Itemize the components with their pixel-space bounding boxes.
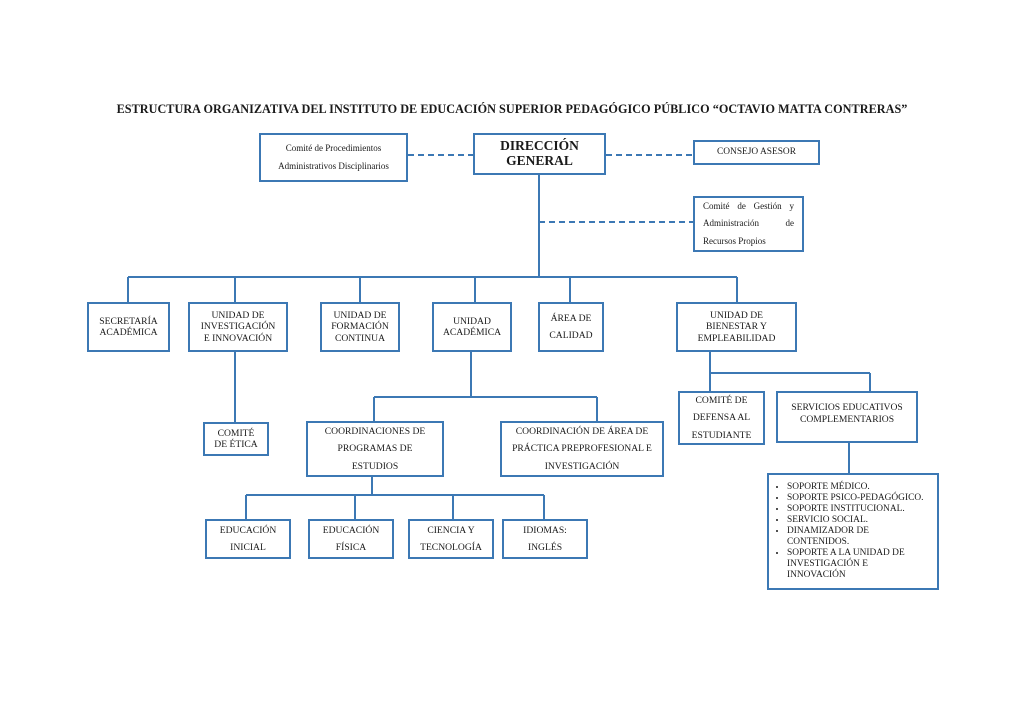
box-comite-gestion[interactable]: Comité de Gestión y Administración de Re… <box>693 196 804 252</box>
box-line: INVESTIGACIÓN <box>544 460 620 472</box>
box-educacion-inicial[interactable]: EDUCACIÓN INICIAL <box>205 519 291 559</box>
box-line: Comité de Procedimientos <box>285 143 382 154</box>
box-line: FORMACIÓN <box>331 321 389 333</box>
box-line: COORDINACIONES DE <box>324 426 426 438</box>
box-educacion-fisica[interactable]: EDUCACIÓN FÍSICA <box>308 519 394 559</box>
box-line: COMPLEMENTARIOS <box>799 413 895 425</box>
box-line: CIENCIA Y <box>427 524 475 536</box>
box-line: UNIDAD DE <box>211 309 265 321</box>
box-line: EMPLEABILIDAD <box>697 332 776 344</box>
box-line: SECRETARÍA <box>99 315 158 327</box>
list-item: SOPORTE MÉDICO. <box>787 482 934 493</box>
box-line: CONTINUA <box>334 332 386 344</box>
box-line: E INNOVACIÓN <box>203 332 273 344</box>
list-item: SOPORTE INSTITUCIONAL. <box>787 504 934 515</box>
box-line: ESTUDIOS <box>351 460 399 472</box>
servicios-list: SOPORTE MÉDICO. SOPORTE PSICO-PEDAGÓGICO… <box>772 482 934 580</box>
box-line: GENERAL <box>506 153 573 168</box>
box-line: ESTUDIANTE <box>691 429 752 441</box>
box-line: COMITÉ <box>217 427 255 439</box>
chart-title: ESTRUCTURA ORGANIZATIVA DEL INSTITUTO DE… <box>116 102 908 116</box>
box-line: EDUCACIÓN <box>219 524 277 536</box>
box-line: Administrativos Disciplinarios <box>278 160 389 171</box>
box-line: FÍSICA <box>335 542 367 553</box>
box-line: PRÁCTICA PREPROFESIONAL E <box>512 443 652 455</box>
box-coordinacion-practica[interactable]: COORDINACIÓN DE ÁREA DE PRÁCTICA PREPROFE… <box>500 421 664 477</box>
box-line: DEFENSA AL <box>692 412 751 424</box>
box-line: DE ÉTICA <box>214 439 258 450</box>
box-line: CALIDAD <box>549 330 593 341</box>
list-item: DINAMIZADOR DE CONTENIDOS. <box>787 526 934 548</box>
list-item: SERVICIO SOCIAL. <box>787 515 934 526</box>
box-line: COORDINACIÓN DE ÁREA DE <box>515 426 649 438</box>
box-line: UNIDAD <box>453 315 491 327</box>
box-line: PROGRAMAS DE <box>337 443 413 455</box>
list-item: SOPORTE A LA UNIDAD DE INVESTIGACIÓN E I… <box>787 548 934 581</box>
box-idiomas-ingles[interactable]: IDIOMAS: INGLÉS <box>502 519 588 559</box>
box-line: BIENESTAR Y <box>706 321 767 333</box>
box-line: TECNOLOGÍA <box>420 542 482 553</box>
box-line: Comité de Gestión y <box>703 201 794 212</box>
box-line: EDUCACIÓN <box>322 524 380 536</box>
box-line: Administración de <box>703 218 794 229</box>
box-consejo-asesor[interactable]: CONSEJO ASESOR <box>693 140 820 165</box>
box-line: DIRECCIÓN <box>500 138 579 154</box>
box-coordinaciones-programas[interactable]: COORDINACIONES DE PROGRAMAS DE ESTUDIOS <box>306 421 444 477</box>
box-line: COMITÉ DE <box>695 395 748 407</box>
box-comite-defensa[interactable]: COMITÉ DE DEFENSA AL ESTUDIANTE <box>678 391 765 445</box>
box-area-calidad[interactable]: ÁREA DE CALIDAD <box>538 302 604 352</box>
box-line: UNIDAD DE <box>709 309 764 321</box>
box-line: INVESTIGACIÓN <box>200 321 276 333</box>
box-line: UNIDAD DE <box>333 309 387 321</box>
box-line: ÁREA DE <box>550 312 592 324</box>
box-line: SERVICIOS EDUCATIVOS <box>791 402 903 413</box>
box-line: INGLÉS <box>527 542 563 553</box>
box-line: IDIOMAS: <box>523 524 567 536</box>
list-item: SOPORTE PSICO-PEDAGÓGICO. <box>787 493 934 504</box>
box-servicios-lista: SOPORTE MÉDICO. SOPORTE PSICO-PEDAGÓGICO… <box>767 473 939 590</box>
box-line: Recursos Propios <box>703 235 766 246</box>
box-line: INICIAL <box>230 542 266 553</box>
box-line: CONSEJO ASESOR <box>717 146 796 157</box>
box-line: ACADÉMICA <box>442 327 502 338</box>
box-ciencia-tecnologia[interactable]: CIENCIA Y TECNOLOGÍA <box>408 519 494 559</box>
box-line: ACADÉMICA <box>99 327 158 338</box>
